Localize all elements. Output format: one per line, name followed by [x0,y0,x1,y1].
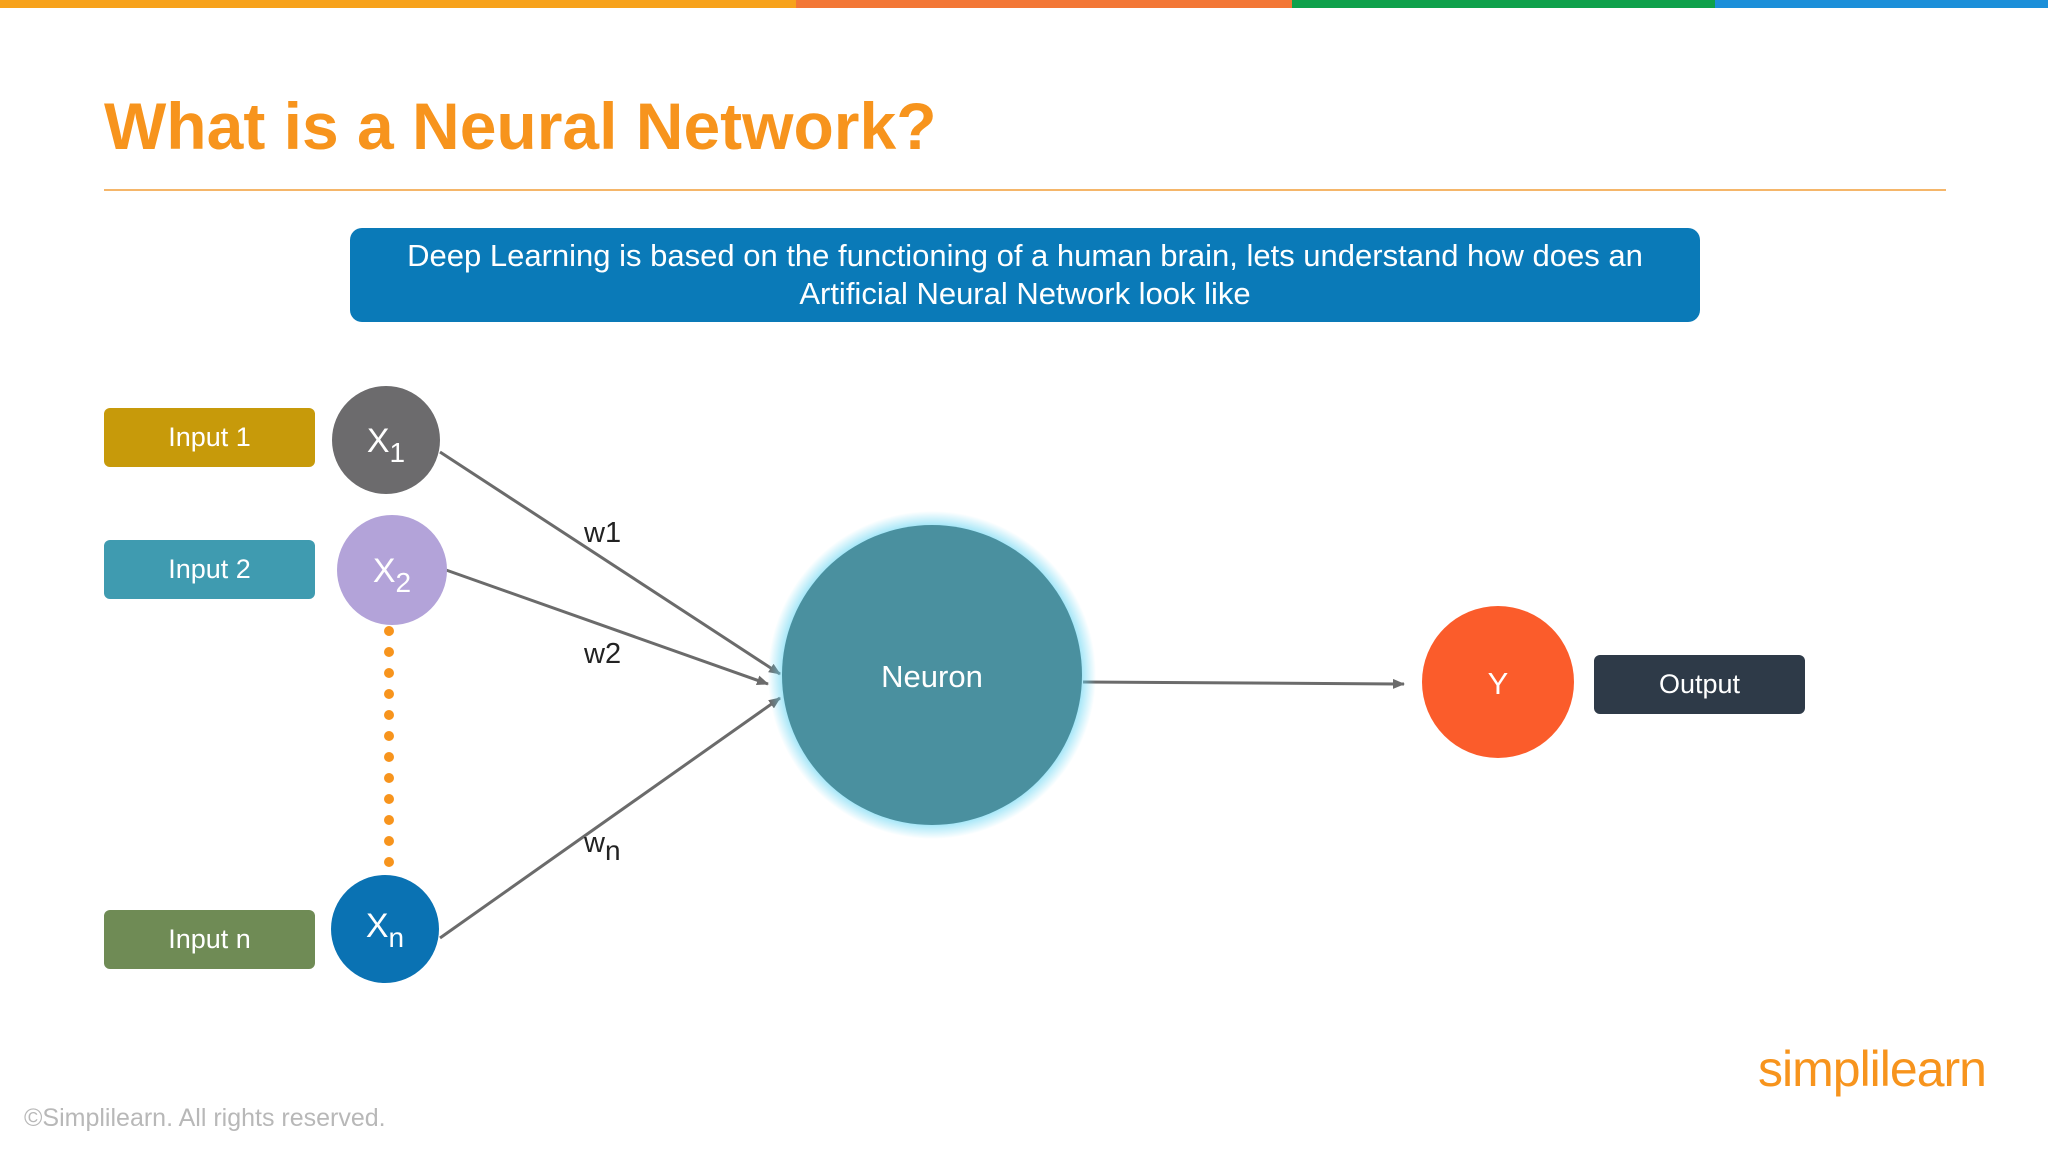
banner-text-line-1: Deep Learning is based on the functionin… [407,238,1643,273]
title-divider [104,189,1946,191]
weight-label-w1: w1 [583,517,621,549]
dotted-ellipsis-connector [384,626,394,867]
output-y-node [1422,606,1574,758]
neuron-label: Neuron [881,659,983,694]
input-n-label-box: Input n [104,910,315,969]
top-bar-segment-1 [0,0,796,8]
x1-node [332,386,440,494]
input-2-label: Input 2 [168,554,251,584]
input-1-label-box: Input 1 [104,408,315,467]
xn-node [331,875,439,983]
input-2-label-box: Input 2 [104,540,315,599]
slide-title: What is a Neural Network? [104,89,937,163]
x2-node-label: X2 [373,552,411,598]
top-bar-segment-4 [1715,0,2048,8]
input-1-label: Input 1 [168,422,251,452]
top-bar-segment-3 [1292,0,1715,8]
edge-x1-neuron [439,450,781,676]
top-bar-segment-2 [796,0,1292,8]
output-label: Output [1658,669,1741,699]
simplilearn-logo: simplilearn [1758,1041,1987,1097]
weight-label-wn: wn [583,827,621,866]
x2-node [337,515,447,625]
description-banner: Deep Learning is based on the functionin… [350,228,1700,322]
xn-node-label: Xn [366,907,404,953]
output-y-label: Y [1488,666,1509,701]
banner-text-line-2: Artificial Neural Network look like [799,276,1251,311]
weight-label-w2: w2 [583,638,621,670]
copyright-notice: ©Simplilearn. All rights reserved. [24,1104,386,1132]
edge-xn-neuron [439,696,781,940]
neuron-node [782,525,1082,825]
input-n-label: Input n [168,924,251,954]
x1-node-label: X1 [367,422,405,468]
edge-neuron-output [1082,678,1405,689]
output-label-box: Output [1594,655,1805,714]
edge-x2-neuron [445,568,769,686]
